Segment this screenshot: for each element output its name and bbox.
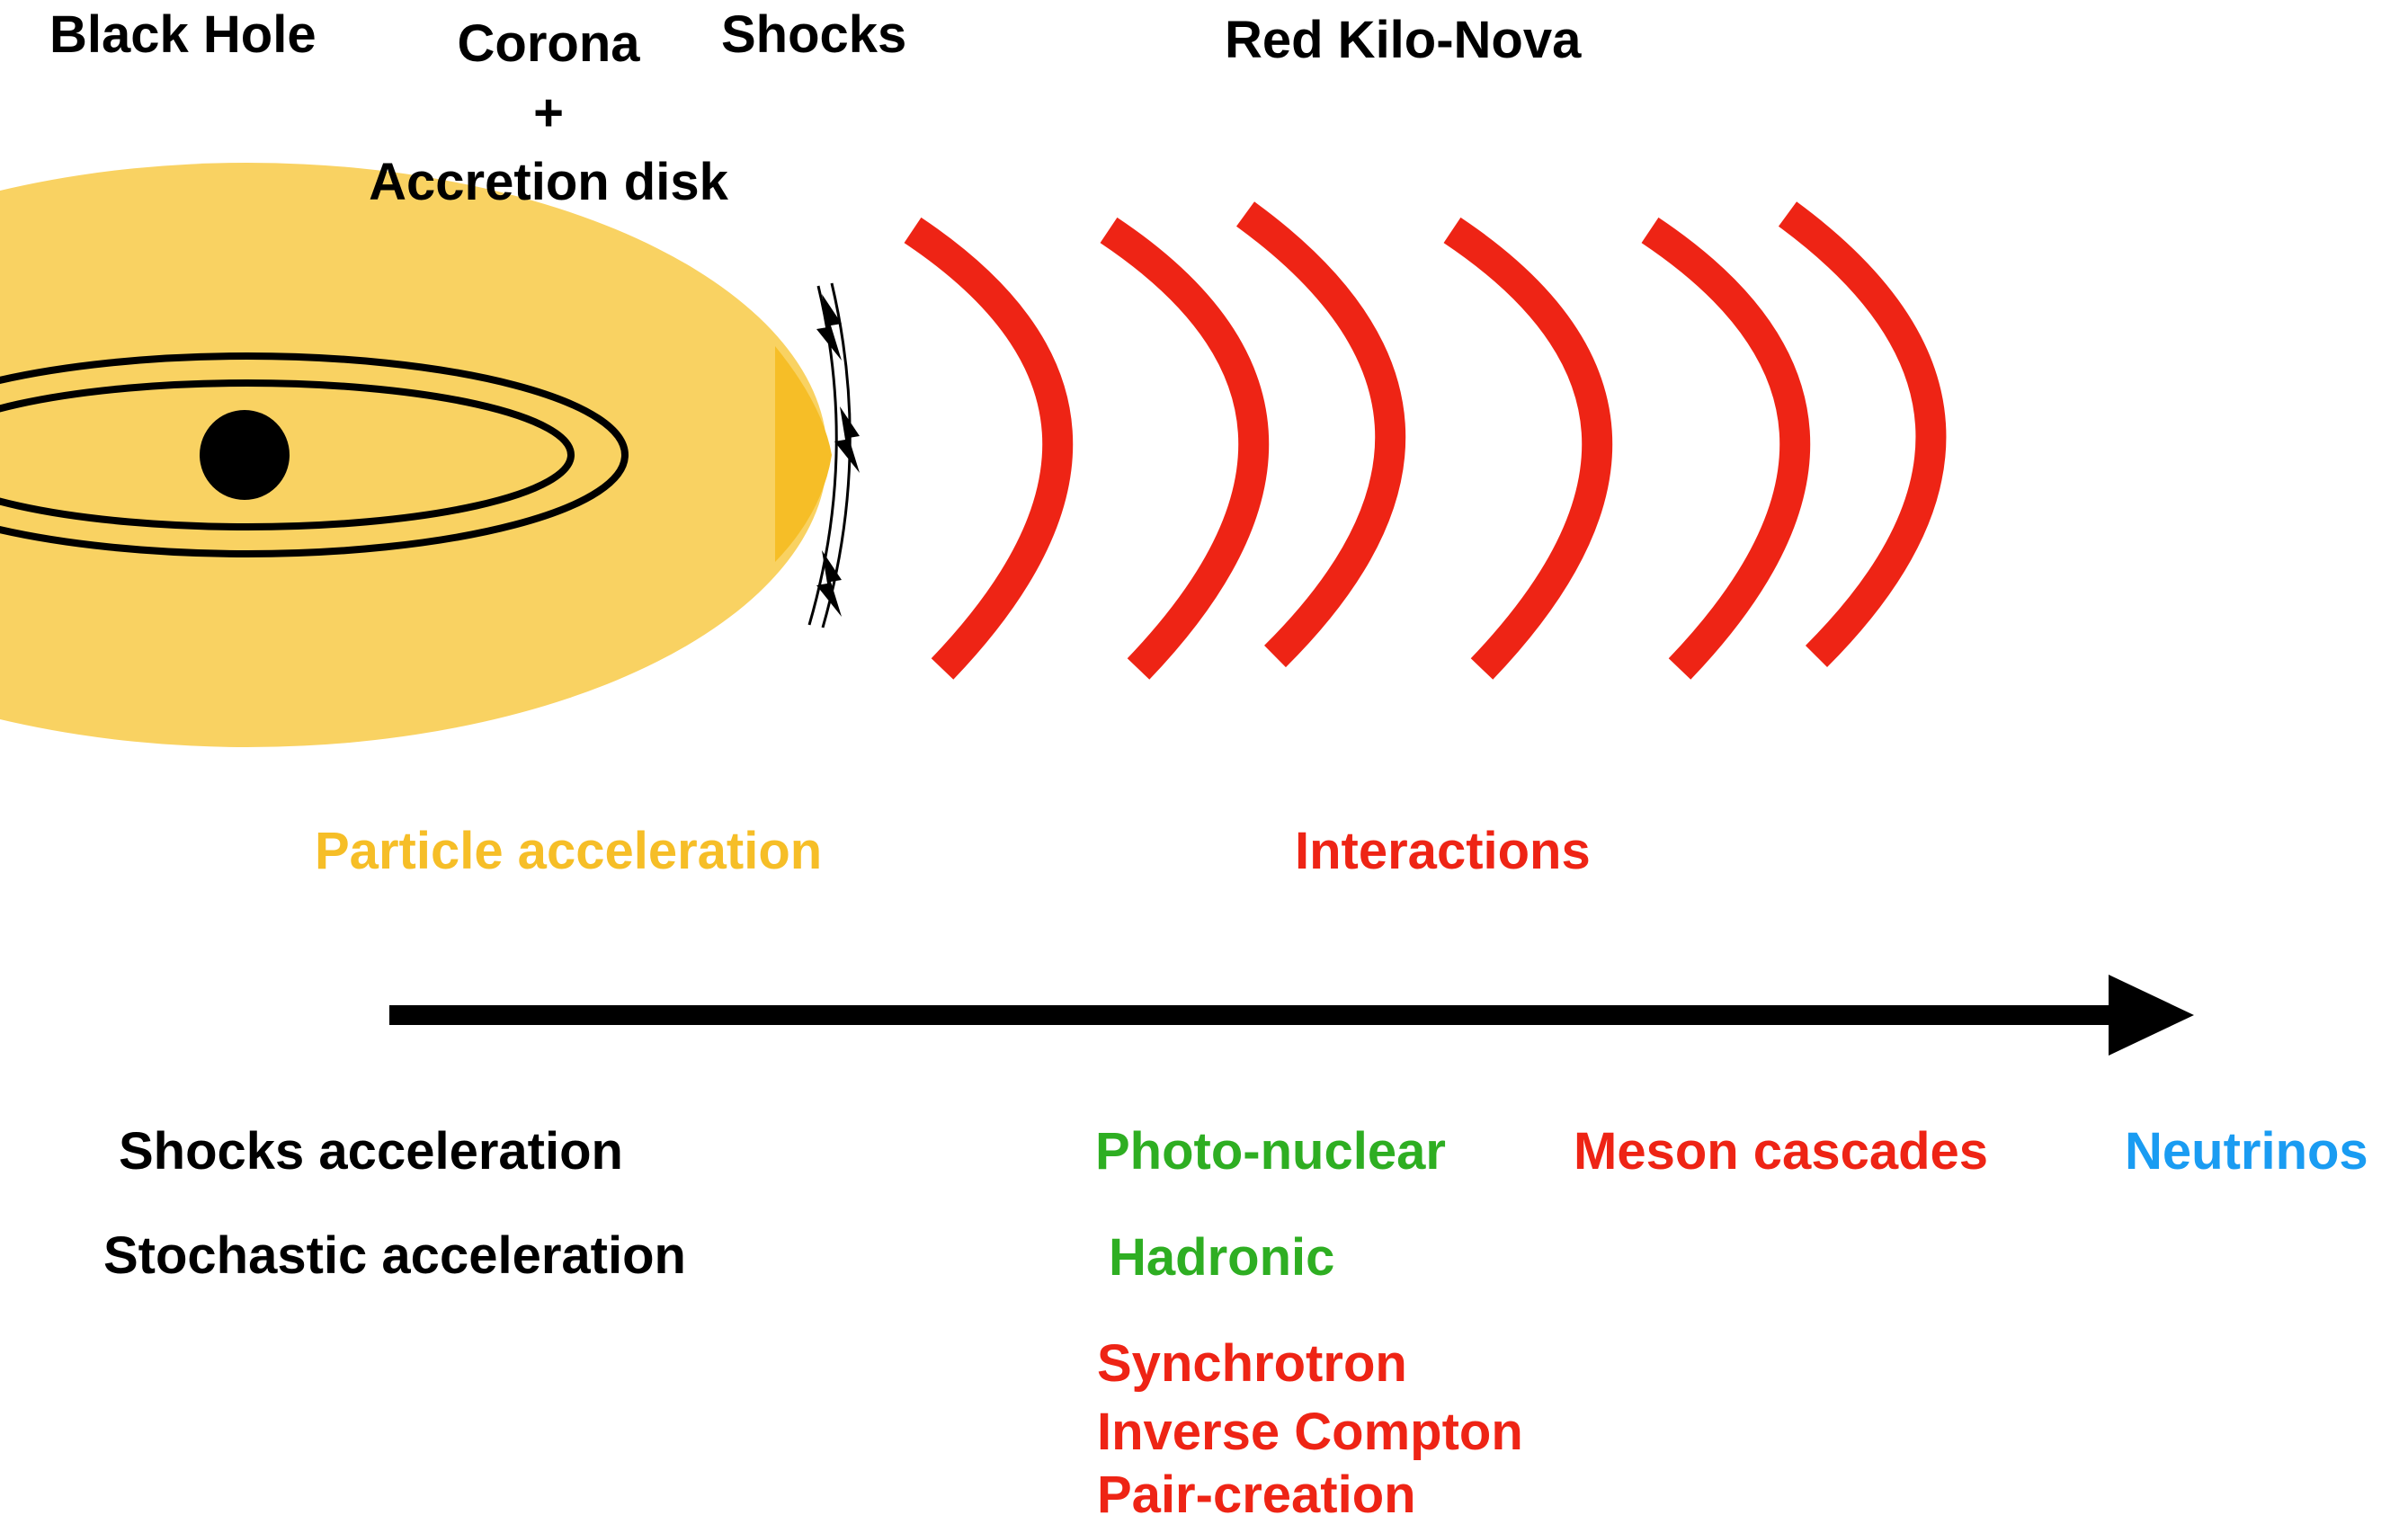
interactions-label: Interactions [1295,822,1591,880]
shock-region [775,346,832,562]
shocks-label: Shocks [721,5,907,64]
corona-label: Corona [457,14,640,73]
kilonova-arc [1641,217,1811,680]
kilonova-arc [1778,201,1947,668]
neutrinos-label: Neutrinos [2125,1122,2368,1181]
shocks-acceleration-label: Shocks acceleration [119,1122,623,1181]
arrow-shaft [389,1005,2114,1025]
black-hole-label: Black Hole [49,5,317,64]
accretion-disk-label: Accretion disk [369,153,728,211]
kilonova-arc [904,217,1074,680]
kilonova-arc [1235,201,1406,668]
corona-accretion-label: Corona + Accretion disk [324,9,773,217]
lightning-bolt-icon [816,550,842,617]
synchrotron-label: Synchrotron [1097,1334,1407,1393]
meson-cascades-label: Meson cascades [1574,1122,1989,1181]
inverse-compton-label: Inverse Compton [1097,1403,1523,1461]
accretion-disk-outer-ring [0,352,629,557]
kilonova-arc [1443,217,1613,680]
stochastic-acceleration-label: Stochastic acceleration [103,1226,686,1285]
arrow-head [2109,975,2194,1056]
hadronic-label: Hadronic [1109,1228,1335,1287]
black-hole [200,410,290,500]
kilonova-arc [1100,217,1270,680]
lightning-bolt-icon [816,294,842,361]
accretion-glow [0,163,827,747]
photo-nuclear-label: Photo-nuclear [1095,1122,1446,1181]
accretion-disk-inner-ring [0,379,575,530]
lightning-bolt-icon [834,406,860,473]
red-kilonova-label: Red Kilo-Nova [1225,11,1582,69]
plus-label: + [533,84,564,142]
right-arrow-icon [389,975,2194,1056]
pair-creation-label: Pair-creation [1097,1466,1416,1524]
particle-acceleration-label: Particle acceleration [315,822,823,880]
